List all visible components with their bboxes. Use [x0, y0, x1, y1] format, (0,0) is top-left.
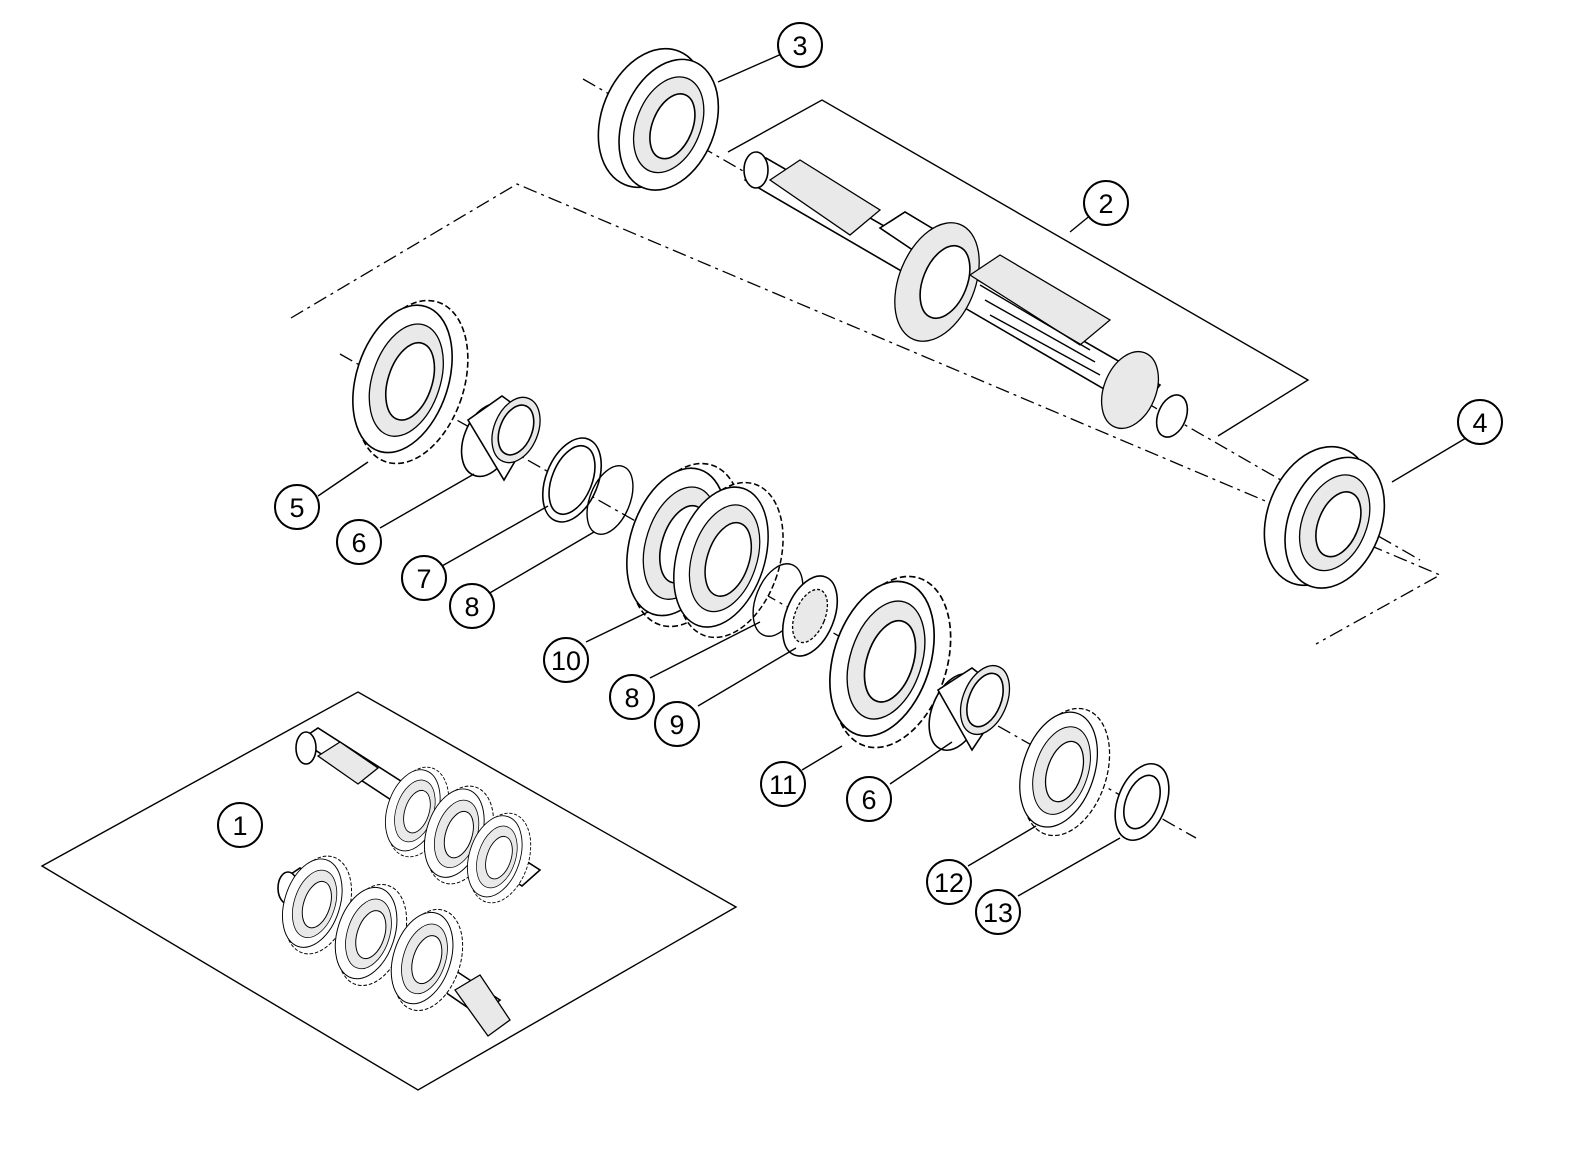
- callout-label: 1: [232, 811, 247, 841]
- gear-cluster-part-10: [605, 447, 803, 652]
- callout-2: 2: [1083, 180, 1129, 226]
- bushing-part-6-upper: [460, 395, 541, 482]
- splined-washer-part-9: [781, 575, 839, 657]
- callout-label: 6: [861, 785, 876, 815]
- callout-8-upper: 8: [449, 583, 495, 629]
- callout-6-lower: 6: [846, 776, 892, 822]
- callout-4: 4: [1457, 399, 1503, 445]
- gearbox-assembly-part-1: [269, 727, 542, 1037]
- callout-label: 8: [624, 683, 639, 713]
- callout-9: 9: [654, 701, 700, 747]
- callout-8-lower: 8: [609, 674, 655, 720]
- callout-label: 10: [551, 646, 581, 676]
- callout-label: 5: [289, 493, 304, 523]
- callout-3: 3: [777, 22, 823, 68]
- frame-assembly-group: [40, 691, 738, 1091]
- callout-13: 13: [975, 889, 1021, 935]
- leader-lines: [317, 51, 1467, 897]
- callout-10: 10: [543, 637, 589, 683]
- frame-lower-shaft-group: [290, 183, 1442, 645]
- bearing-part-4: [1243, 429, 1406, 608]
- washer-part-7: [541, 437, 603, 523]
- frame-top-shaft-group: [727, 99, 1310, 437]
- callout-11: 11: [760, 761, 806, 807]
- callout-label: 8: [464, 592, 479, 622]
- callout-6-upper: 6: [336, 519, 382, 565]
- main-shaft-part-2: [743, 151, 1189, 438]
- callout-label: 13: [983, 898, 1013, 928]
- callout-label: 9: [669, 710, 684, 740]
- bushing-part-6-lower: [928, 664, 1011, 752]
- circlip-part-8-upper: [586, 465, 634, 535]
- callout-5: 5: [274, 484, 320, 530]
- bearing-part-3: [577, 31, 740, 210]
- gear-part-12: [1003, 695, 1126, 848]
- callout-1: 1: [217, 802, 263, 848]
- callout-label: 2: [1098, 189, 1113, 219]
- callout-label: 4: [1472, 408, 1487, 438]
- callout-12: 12: [926, 859, 972, 905]
- callout-label: 3: [792, 31, 807, 61]
- callout-7: 7: [401, 555, 447, 601]
- callout-label: 7: [416, 564, 431, 594]
- thrust-washer-part-13: [1114, 763, 1170, 841]
- callout-label: 6: [351, 528, 366, 558]
- callout-label: 11: [769, 770, 797, 800]
- callout-label: 12: [934, 868, 964, 898]
